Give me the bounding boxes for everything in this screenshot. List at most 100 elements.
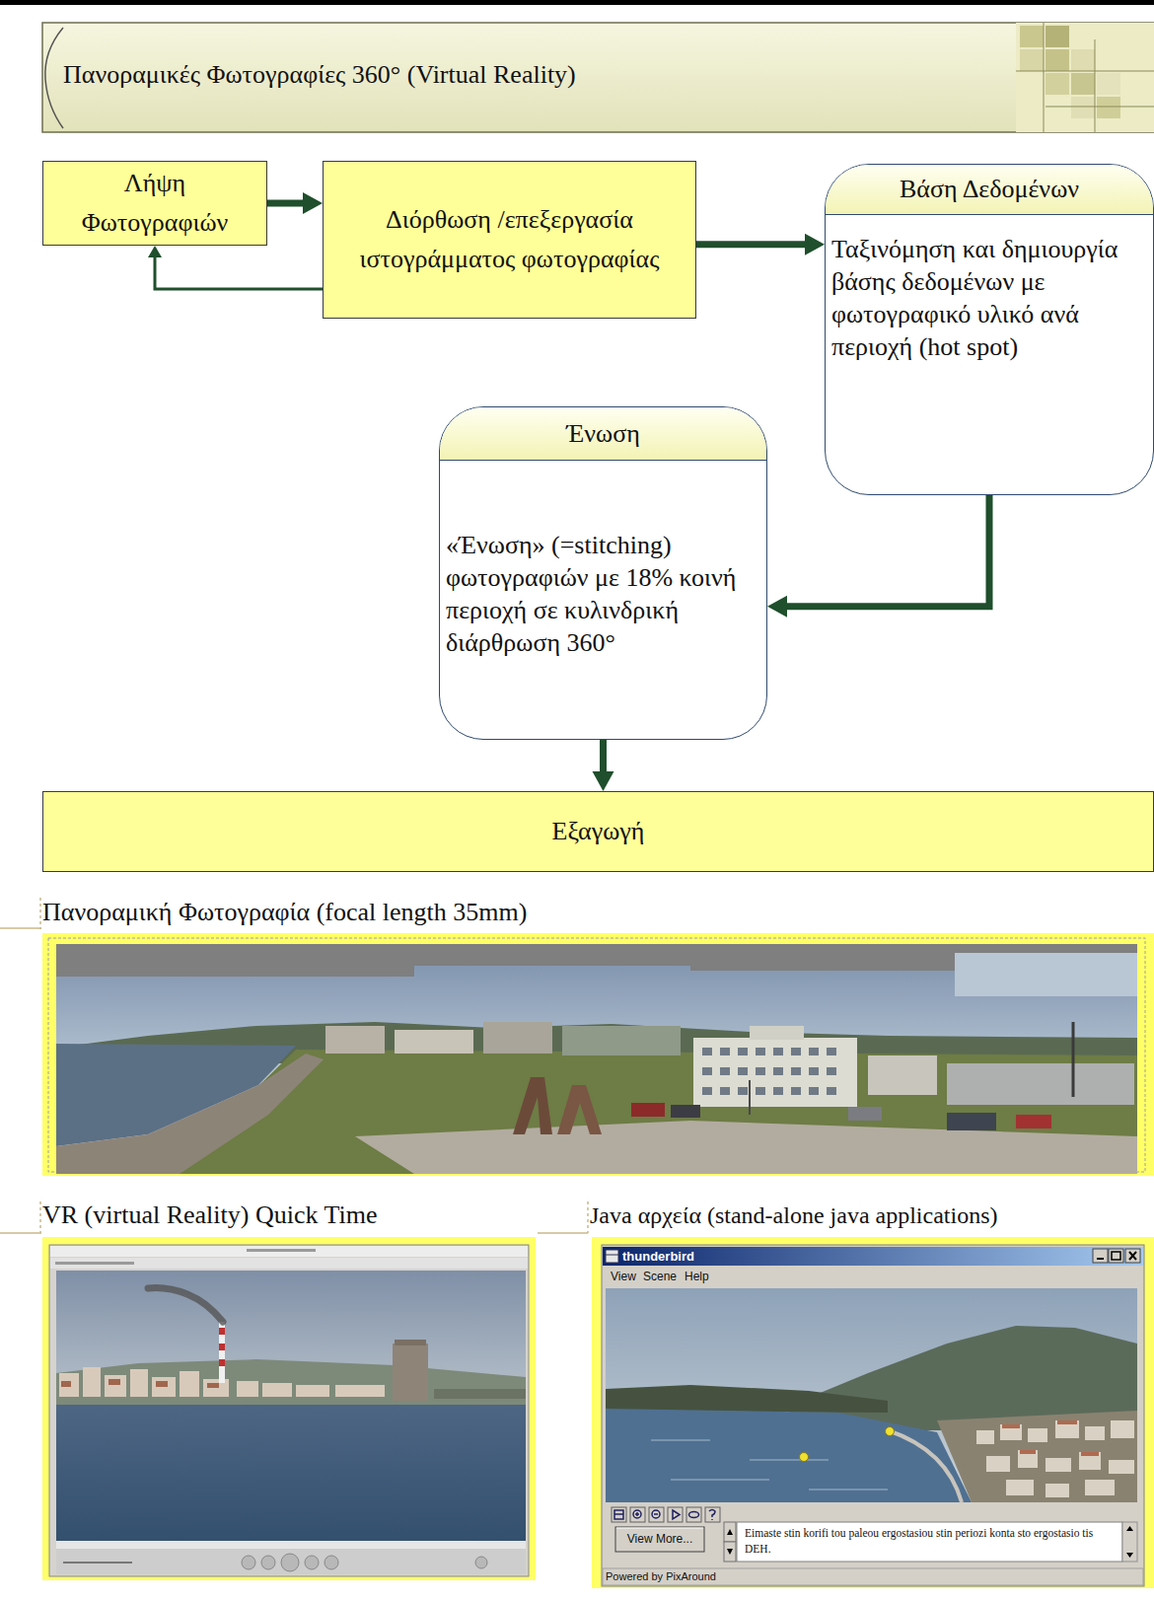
arrow-head xyxy=(804,233,825,256)
illustration-part xyxy=(711,1518,714,1520)
illustration-part xyxy=(82,1367,101,1397)
stitching-box: Ένωση «Ένωση» (=stitching) φωτογραφιών με… xyxy=(438,406,768,740)
section-label: VR (virtual Reality) Quick Time xyxy=(42,1199,377,1230)
illustration-part xyxy=(355,1120,1138,1174)
illustration-part xyxy=(605,1384,888,1413)
illustration-part xyxy=(693,1037,858,1107)
illustration-part xyxy=(1126,1525,1134,1558)
body-text: «Ένωση» (=stitching) φωτογραφιών με 18% … xyxy=(445,528,757,659)
illustration-part xyxy=(130,1369,148,1397)
illustration-part xyxy=(562,1025,681,1056)
illustration-part xyxy=(808,1488,888,1491)
illustration-part xyxy=(1122,1521,1138,1562)
illustration-part xyxy=(325,1025,385,1054)
connector xyxy=(147,245,323,289)
illustration-part xyxy=(702,1086,713,1095)
illustration-part xyxy=(605,1249,619,1263)
illustration-part xyxy=(791,1067,801,1076)
illustration-part xyxy=(1084,1479,1115,1496)
illustration-part xyxy=(1027,1428,1048,1443)
illustration-part xyxy=(602,1246,1144,1266)
illustration-part xyxy=(56,1359,526,1405)
illustration-part xyxy=(672,1510,680,1519)
section-label: Πανοραμική Φωτογραφία (focal length 35mm… xyxy=(42,896,527,928)
illustration-part xyxy=(749,1025,804,1040)
illustration-part xyxy=(826,1047,837,1056)
illustration-part xyxy=(261,1555,276,1570)
illustration-part xyxy=(773,1047,784,1056)
illustration-part xyxy=(63,1561,133,1564)
illustration-part xyxy=(1015,22,1154,133)
illustration-part xyxy=(1081,1451,1099,1456)
illustration-part xyxy=(1096,96,1121,119)
illustration-part xyxy=(808,1086,819,1095)
illustration-part xyxy=(748,1080,751,1115)
illustration-part xyxy=(1045,106,1154,108)
illustration-part xyxy=(56,943,1138,1174)
illustration-part xyxy=(1094,39,1096,133)
illustration-part xyxy=(615,1526,705,1552)
illustration-part xyxy=(39,1201,42,1233)
illustration-part xyxy=(667,1507,683,1522)
illustration-part xyxy=(1096,1257,1104,1260)
illustration-part xyxy=(773,1067,784,1076)
connector-line xyxy=(267,200,305,208)
illustration-part xyxy=(633,1510,642,1518)
illustration-part xyxy=(45,27,64,129)
illustration-part xyxy=(50,1245,528,1257)
illustration-part xyxy=(281,1553,299,1572)
illustration-part xyxy=(56,1270,526,1405)
illustration-part xyxy=(1071,49,1095,72)
illustration-part xyxy=(670,1104,701,1118)
illustration-part xyxy=(147,1288,223,1322)
illustration-part xyxy=(826,1067,837,1076)
illustration-part xyxy=(867,1055,938,1095)
illustration-part xyxy=(324,1555,339,1570)
connector-line xyxy=(785,495,990,607)
status-text: Powered by PixAround xyxy=(605,1569,717,1585)
illustration-part xyxy=(59,1372,79,1397)
illustration-part xyxy=(601,1244,1145,1587)
menu-item: Scene xyxy=(643,1268,677,1285)
illustration-part xyxy=(1111,1251,1121,1260)
illustration-part xyxy=(614,1510,624,1519)
quicktime-screenshot xyxy=(42,1236,536,1581)
illustration-part xyxy=(1108,1459,1135,1474)
illustration-part xyxy=(1045,1457,1072,1472)
connector xyxy=(696,233,825,256)
illustration-part xyxy=(709,1510,716,1518)
illustration-part xyxy=(1072,1021,1076,1097)
illustration-part xyxy=(755,1086,766,1095)
illustration-part xyxy=(1055,1420,1080,1439)
section-label: Java αρχεία (stand-alone java applicatio… xyxy=(589,1200,999,1230)
connector xyxy=(267,192,323,215)
illustration-part xyxy=(394,1029,474,1054)
process-box: Λήψη Φωτογραφιών xyxy=(42,160,268,246)
illustration-part xyxy=(246,1248,316,1252)
illustration-part xyxy=(1019,25,1044,48)
export-band: Εξαγωγή xyxy=(42,791,1154,872)
illustration-part xyxy=(1002,1424,1020,1429)
illustration-part xyxy=(755,1047,766,1056)
illustration-part xyxy=(218,1359,225,1367)
illustration-part xyxy=(651,1510,660,1518)
illustration-part xyxy=(1096,72,1121,95)
illustration-part xyxy=(1019,1449,1036,1454)
illustration-part xyxy=(295,1384,330,1397)
illustration-part xyxy=(791,1047,801,1056)
illustration-part xyxy=(705,1507,721,1522)
illustration-part xyxy=(61,1378,219,1388)
illustration-part xyxy=(218,1327,225,1335)
box-header: Ένωση xyxy=(439,407,767,461)
illustration-part xyxy=(586,1201,589,1233)
illustration-part xyxy=(649,1507,664,1522)
illustration-part xyxy=(218,1321,225,1383)
illustration-part xyxy=(128,1049,1138,1174)
illustration-part xyxy=(702,1067,713,1076)
illustration-part xyxy=(602,1568,1144,1586)
illustration-part xyxy=(392,1343,429,1401)
illustration-part xyxy=(42,933,1154,1176)
illustration-part xyxy=(650,1439,711,1442)
illustration-part xyxy=(689,1512,700,1518)
illustration-part xyxy=(1125,1248,1141,1263)
